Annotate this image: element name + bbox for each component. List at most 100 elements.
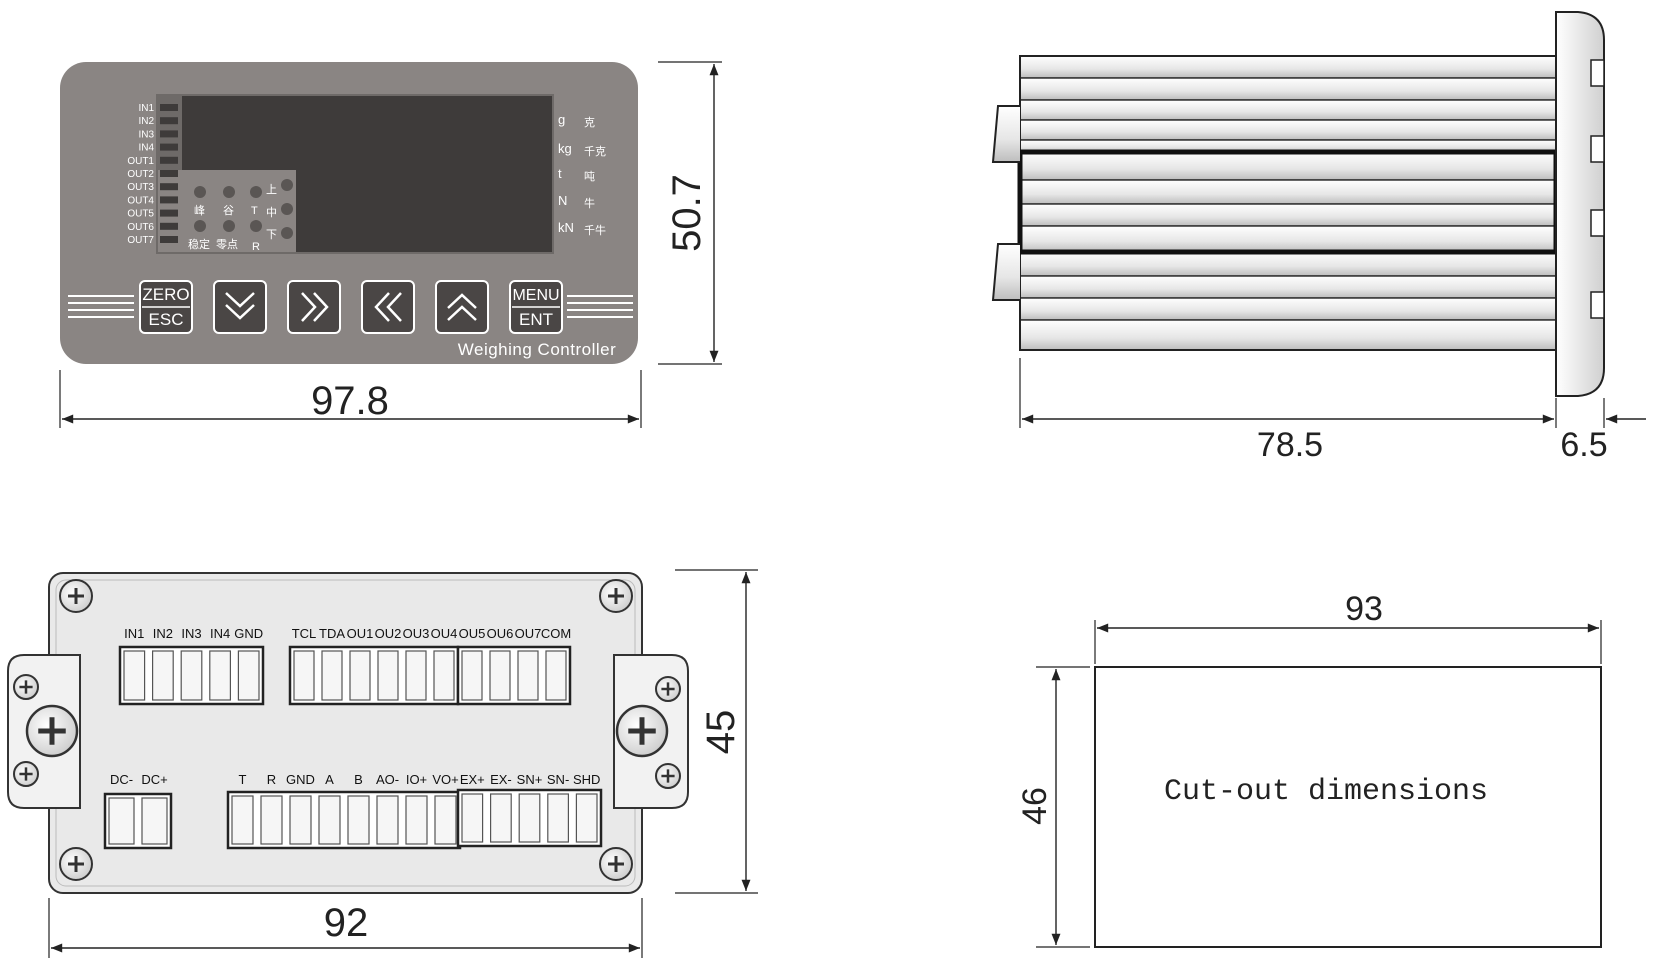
housing-rib	[1019, 225, 1557, 253]
terminal-label: B	[354, 772, 363, 787]
right-key[interactable]	[287, 280, 341, 334]
middle-label: 中	[266, 206, 277, 219]
cutout-rect	[1094, 666, 1602, 948]
terminal-slot	[209, 650, 232, 701]
terminal-label: IN3	[181, 626, 201, 641]
terminal-slot	[237, 650, 260, 701]
bezel-notch	[1590, 135, 1605, 163]
terminal-slot	[461, 650, 483, 701]
up-key[interactable]	[435, 280, 489, 334]
housing-rib	[1019, 275, 1557, 299]
housing-rib	[1019, 203, 1557, 227]
terminal-label: T	[239, 772, 247, 787]
terminal-slot	[180, 650, 203, 701]
terminal-slot	[349, 650, 371, 701]
screw-icon	[599, 579, 633, 613]
terminal-label: OU7	[515, 626, 542, 641]
terminal-block	[288, 645, 460, 706]
lower-led	[281, 227, 293, 239]
io-led	[160, 130, 178, 138]
io-led-label: OUT7	[127, 235, 154, 246]
io-led-label: OUT6	[127, 222, 154, 233]
clip-upper	[991, 105, 1020, 163]
zero-esc-key[interactable]: ZERO ESC	[139, 280, 193, 334]
terminal-label: DC+	[141, 772, 167, 787]
unit-label-zh: 吨	[584, 170, 595, 183]
terminal-label: IO+	[406, 772, 427, 787]
cutout-width-dim: 93	[1345, 590, 1383, 628]
terminal-slot	[461, 793, 484, 843]
housing-rib	[1019, 179, 1557, 205]
io-led-label: IN2	[138, 116, 154, 127]
product-name: Weighing Controller	[458, 340, 616, 359]
terminal-label: GND	[286, 772, 315, 787]
io-led-label: OUT1	[127, 156, 154, 167]
upper-led	[281, 179, 293, 191]
terminal-label: TDA	[319, 626, 345, 641]
chevron-up-icon	[447, 293, 477, 309]
housing-rib	[1019, 99, 1557, 121]
terminal-slot	[545, 650, 567, 701]
stable-led	[194, 220, 206, 232]
menu-ent-key[interactable]: MENU ENT	[509, 280, 563, 334]
screw-slot	[628, 717, 656, 745]
left-bracket	[7, 654, 81, 809]
side-view: 78.5 6.5	[991, 11, 1646, 464]
peak-label: 峰	[194, 204, 205, 217]
io-led	[160, 209, 178, 217]
zero-point-label: 零点	[216, 238, 238, 251]
housing-rib	[1019, 77, 1557, 101]
terminal-label: SN+	[517, 772, 543, 787]
terminal-slot	[405, 650, 427, 701]
housing-rib	[1019, 151, 1557, 181]
io-led-label: IN4	[138, 143, 154, 154]
side-bezel-dim: 6.5	[1560, 426, 1607, 464]
front-height-dim: 50.7	[665, 174, 709, 252]
upper-label: 上	[266, 183, 277, 196]
status-indicators: 峰 谷 T 上 中 下 稳定 零点 R	[188, 179, 293, 253]
io-led	[160, 196, 178, 204]
ent-key-label: ENT	[519, 310, 553, 329]
terminal-label: EX-	[490, 772, 512, 787]
terminal-slot	[260, 795, 283, 845]
io-led-label: OUT5	[127, 209, 154, 220]
corner-screws	[59, 579, 633, 881]
terminal-label: OU4	[431, 626, 458, 641]
io-led-label: OUT3	[127, 182, 154, 193]
screw-icon	[59, 579, 93, 613]
left-key[interactable]	[361, 280, 415, 334]
down-key[interactable]	[213, 280, 267, 334]
chevron-left-icon	[374, 292, 390, 322]
bezel-notch	[1590, 291, 1605, 319]
zero-key-label: ZERO	[142, 285, 189, 304]
tare-led	[250, 186, 262, 198]
terminal-label: VO+	[432, 772, 458, 787]
terminal-slot	[547, 793, 569, 843]
bezel-notch	[1590, 209, 1605, 237]
terminal-slot	[434, 795, 457, 845]
terminal-label: TCL	[292, 626, 317, 641]
terminal-label: OU6	[487, 626, 514, 641]
terminal-label: A	[325, 772, 334, 787]
housing-ribs	[1019, 55, 1557, 351]
terminal-slot	[123, 650, 146, 701]
terminal-slot	[377, 650, 399, 701]
terminal-slot	[231, 795, 254, 845]
terminal-label: SHD	[573, 772, 600, 787]
terminal-slot	[433, 650, 455, 701]
cutout-height-dim: 46	[1016, 787, 1054, 825]
unit-label: t	[558, 166, 562, 181]
valley-led	[223, 186, 235, 198]
terminal-label: AO-	[376, 772, 399, 787]
terminal-slot	[289, 795, 312, 845]
housing-rib	[1019, 251, 1557, 277]
terminal-label: R	[267, 772, 276, 787]
terminal-slot	[376, 795, 399, 845]
io-led-label: OUT4	[127, 195, 154, 206]
screw-slot	[19, 680, 33, 694]
terminal-slot	[108, 797, 135, 845]
terminal-label: OU5	[459, 626, 486, 641]
rear-height-dim: 45	[699, 710, 743, 755]
